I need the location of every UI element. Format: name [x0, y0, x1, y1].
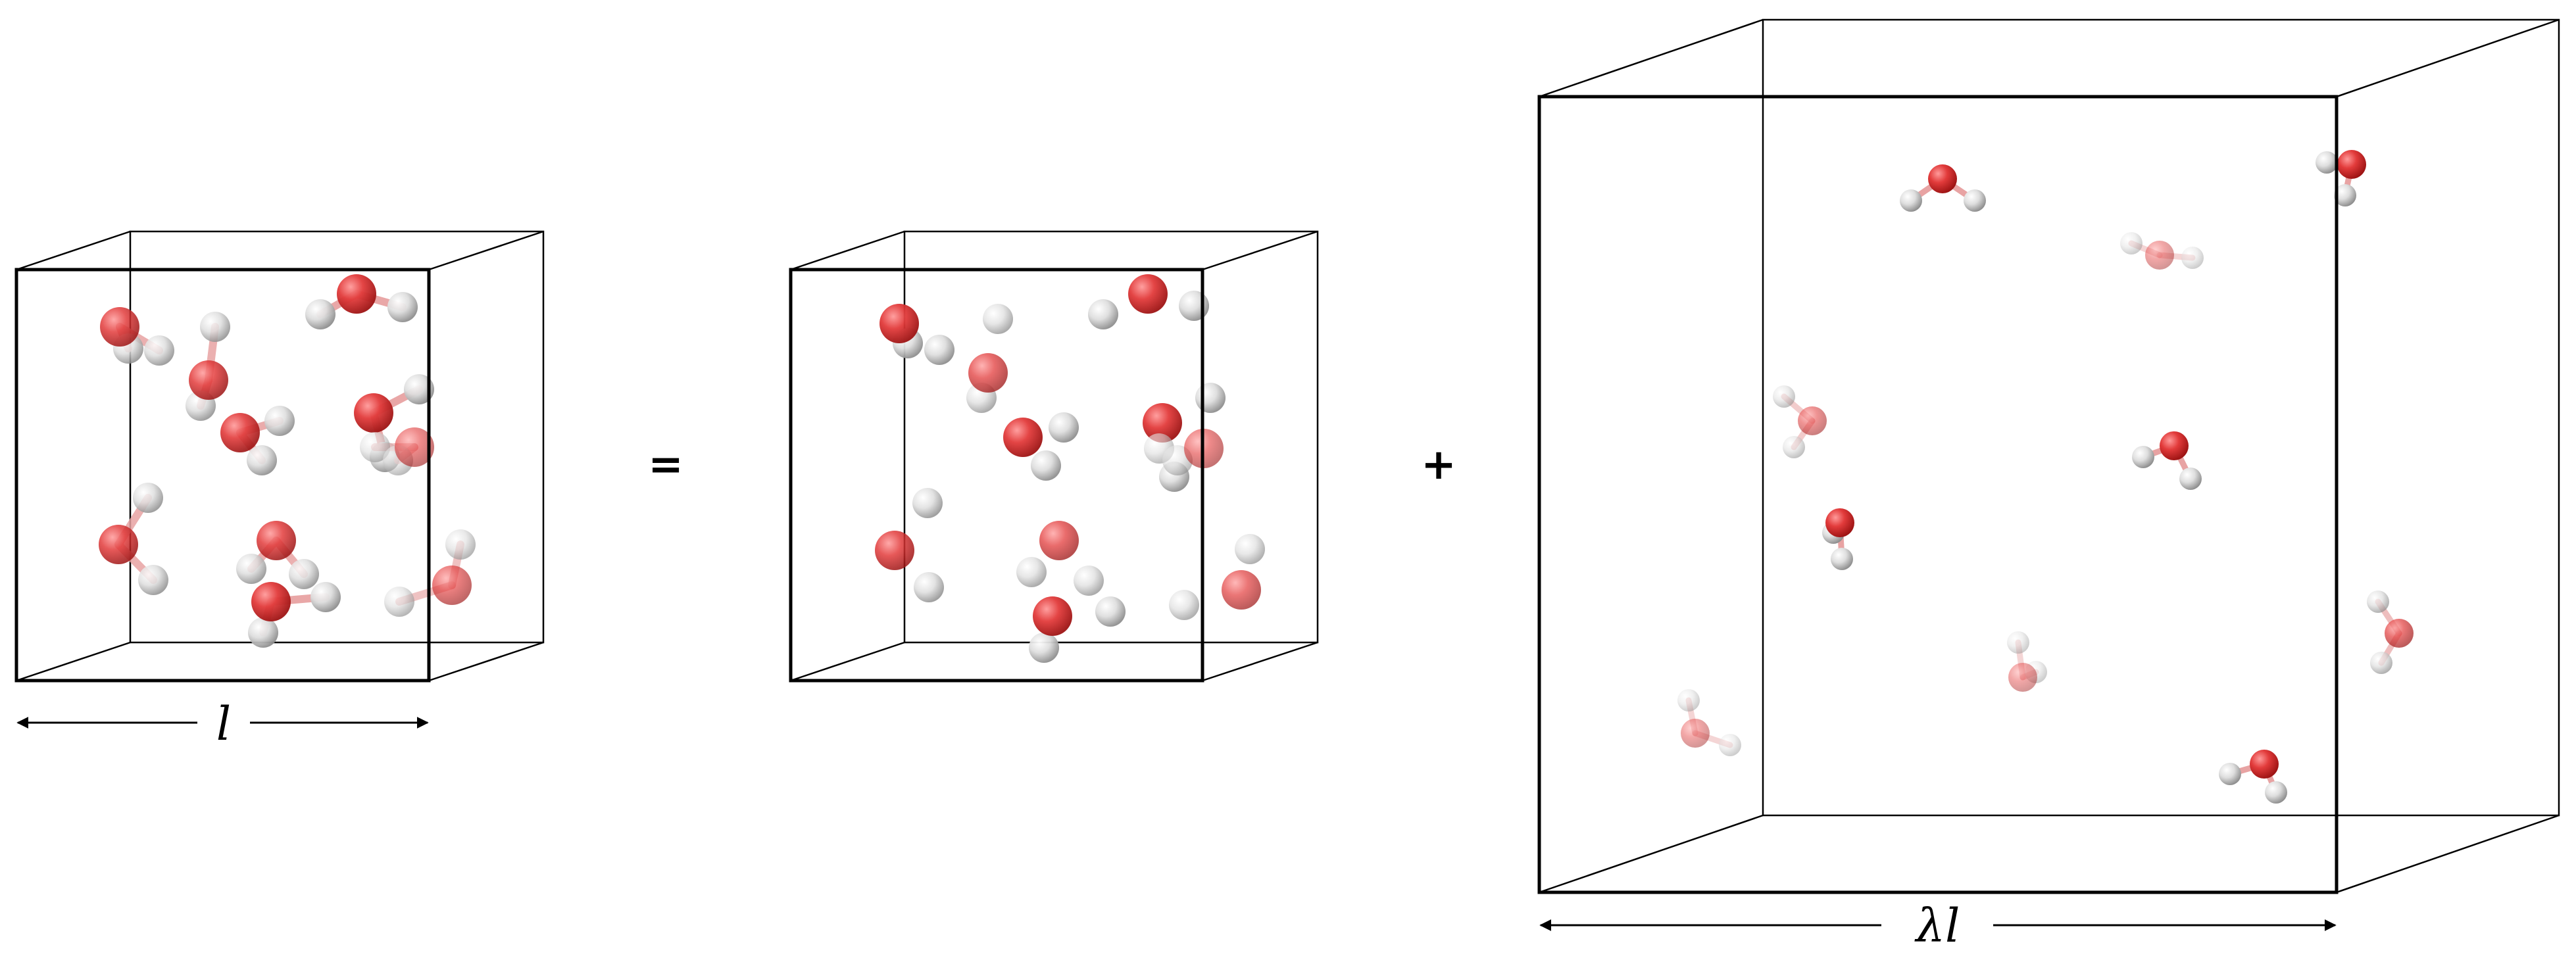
hydrogen-atom — [264, 406, 295, 436]
hydrogen-atom — [2179, 468, 2202, 490]
hydrogen-atom — [1783, 436, 1805, 458]
hydrogen-atom — [1900, 189, 1922, 212]
hydrogen-atom — [2265, 781, 2287, 804]
oxygen-atom — [1681, 719, 1710, 748]
hydrogen-atom — [1074, 566, 1104, 596]
hydrogen-atom — [983, 304, 1013, 334]
hydrogen-atom — [1677, 689, 1700, 711]
hydrogen-atom — [1016, 557, 1047, 587]
oxygen-atom — [1128, 274, 1168, 314]
box1-length-label: l — [216, 697, 231, 751]
hydrogen-atom — [133, 483, 163, 513]
hydrogen-atom — [1235, 534, 1265, 564]
oxygen-atom — [2145, 241, 2174, 270]
hydrogen-atom — [2334, 184, 2356, 206]
hydrogen-atom — [445, 529, 476, 560]
hydrogen-atom — [1049, 412, 1079, 443]
hydrogen-atom — [1719, 734, 1741, 756]
plus-operator: + — [1421, 441, 1456, 489]
hydrogen-atom — [236, 554, 266, 584]
oxygen-atom — [189, 360, 228, 400]
oxygen-atom — [2008, 663, 2037, 692]
oxygen-atom — [2385, 619, 2414, 648]
hydrogen-atom — [1095, 596, 1126, 627]
hydrogen-atom — [247, 445, 277, 475]
box3-back-edges — [1539, 18, 2560, 894]
hydrogen-atom — [1831, 548, 1853, 570]
hydrogen-atom — [138, 565, 168, 595]
hydrogen-atom — [924, 335, 954, 365]
oxygen-atom — [1039, 521, 1079, 560]
hydrogen-atom — [1195, 383, 1226, 413]
ideal-gas-atoms-box — [789, 230, 1319, 683]
hydrogen-atom — [2370, 652, 2392, 674]
box3-molecules — [1677, 150, 2414, 804]
oxygen-atom — [1003, 418, 1043, 457]
hydrogen-atom — [360, 432, 390, 462]
oxygen-atom — [2337, 150, 2366, 179]
hydrogen-atom — [912, 488, 943, 518]
hydrogen-atom — [2181, 247, 2204, 269]
hydrogen-atom — [1179, 291, 1209, 321]
oxygen-atom — [99, 525, 138, 564]
hydrogen-atom — [305, 299, 335, 329]
oxygen-atom — [1222, 570, 1261, 610]
oxygen-atom — [2160, 431, 2189, 460]
hydrogen-atom — [1088, 299, 1118, 329]
oxygen-atom — [879, 304, 919, 343]
oxygen-atom — [1798, 406, 1827, 435]
hydrogen-atom — [1169, 590, 1199, 620]
oxygen-atom — [337, 274, 376, 314]
oxygen-atom — [395, 427, 434, 467]
hydrogen-atom — [1029, 633, 1059, 663]
oxygen-atom — [1928, 164, 1957, 193]
box2-front-face — [789, 268, 1204, 683]
expanded-water-box: λl — [1537, 18, 2560, 953]
box3-front-face — [1537, 95, 2339, 894]
oxygen-atom — [2250, 750, 2279, 779]
oxygen-atom — [257, 521, 296, 560]
hydrogen-atom — [1773, 385, 1795, 408]
hydrogen-atom — [310, 582, 341, 612]
hydrogen-atom — [1964, 189, 1986, 212]
hydrogen-atom — [2219, 763, 2241, 785]
hydrogen-atom — [1031, 450, 1061, 481]
hydrogen-atom — [2367, 590, 2389, 613]
equals-operator: = — [648, 441, 683, 489]
hydrogen-atom — [387, 292, 418, 322]
oxygen-atom — [1825, 508, 1854, 537]
oxygen-atom — [100, 307, 139, 347]
hydrogen-atom — [404, 374, 434, 404]
hydrogen-atom — [2132, 446, 2154, 468]
hydrogen-atom — [2007, 631, 2029, 654]
box2-atoms — [875, 274, 1265, 663]
box1-molecules — [99, 274, 476, 648]
hydrogen-atom — [914, 572, 944, 602]
interacting-water-box: l — [14, 230, 545, 751]
box2-back-edges — [790, 230, 1319, 682]
oxygen-atom — [432, 566, 472, 605]
hydrogen-atom — [200, 312, 230, 342]
hydrogen-atom — [289, 559, 319, 589]
hydrogen-atom — [248, 617, 278, 648]
box1-front-face — [14, 268, 431, 683]
hydrogen-atom — [384, 587, 414, 617]
hydrogen-atom — [2120, 232, 2143, 254]
oxygen-atom — [968, 353, 1008, 393]
box3-length-label: λl — [1914, 899, 1960, 953]
oxygen-atom — [354, 393, 393, 433]
oxygen-atom — [875, 531, 914, 570]
oxygen-atom — [220, 413, 260, 452]
hydrogen-atom — [2316, 151, 2338, 174]
oxygen-atom — [1033, 596, 1072, 636]
hydrogen-atom — [144, 335, 174, 366]
oxygen-atom — [251, 582, 291, 621]
oxygen-atom — [1143, 403, 1182, 443]
box1-back-edges — [16, 230, 545, 682]
